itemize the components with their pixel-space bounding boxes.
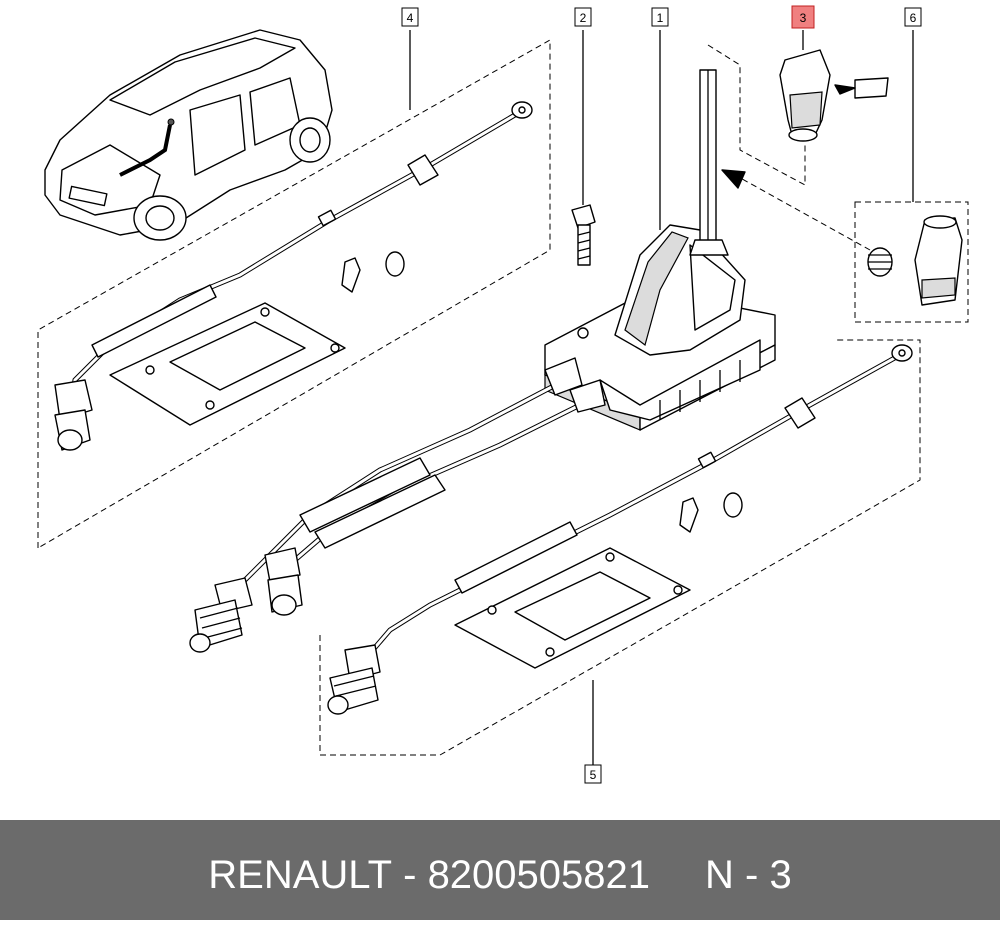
- cable-assembly-4: [54, 101, 533, 451]
- callout-6: 6: [904, 7, 922, 27]
- bolt-2: [571, 204, 596, 266]
- shift-cables-main: [189, 357, 606, 653]
- svg-text:5: 5: [590, 768, 597, 782]
- callout-1: 1: [651, 7, 669, 27]
- svg-text:3: 3: [800, 11, 807, 25]
- vehicle-illustration: [44, 29, 333, 241]
- callout-4: 4: [401, 7, 419, 27]
- svg-text:6: 6: [910, 11, 917, 25]
- brand-name: RENAULT: [208, 853, 393, 897]
- group-4-outline: [37, 39, 551, 549]
- part-info-text: RENAULT - 8200505821 N - 3: [0, 820, 1000, 920]
- boot-kit-6: [854, 30, 969, 323]
- svg-text:4: 4: [407, 11, 414, 25]
- group-5-outline: [319, 339, 921, 765]
- gear-knob-3: [779, 30, 889, 142]
- position-label: N - 3: [705, 853, 792, 897]
- callout-2: 2: [574, 7, 592, 27]
- callout-5: 5: [584, 764, 602, 784]
- cable-assembly-5: [327, 344, 913, 715]
- knob-fitting-bracket: [707, 44, 871, 251]
- separator: -: [392, 853, 428, 897]
- part-number: 8200505821: [427, 853, 651, 897]
- gear-shifter-assembly-1: [544, 69, 776, 431]
- svg-text:2: 2: [580, 11, 587, 25]
- part-info-footer: RENAULT - 8200505821 N - 3: [0, 820, 1000, 920]
- parts-diagram: 4 2 1 3 6 5: [37, 5, 969, 784]
- svg-text:1: 1: [657, 11, 664, 25]
- callout-3[interactable]: 3: [791, 5, 815, 29]
